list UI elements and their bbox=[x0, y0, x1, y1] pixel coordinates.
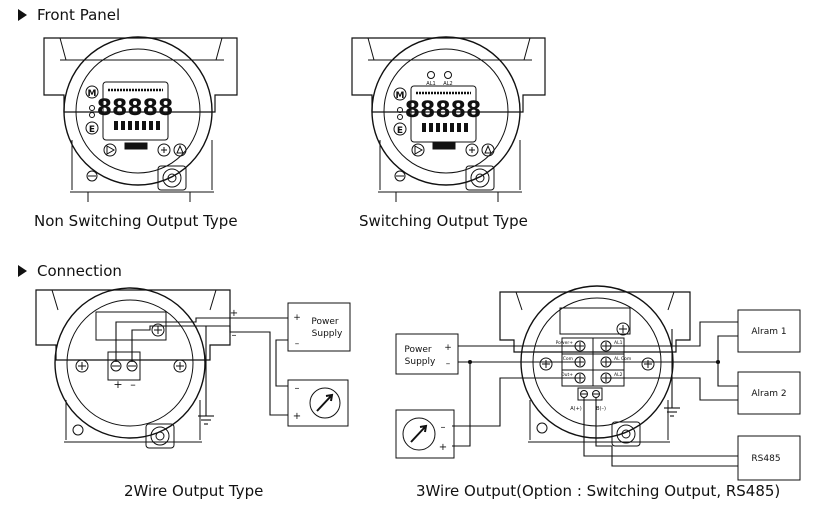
alarm-2-box bbox=[737, 371, 801, 415]
ground-screw-icon bbox=[394, 170, 406, 182]
term-power-label: Power+ bbox=[556, 340, 574, 346]
mounting-screw-icon bbox=[173, 359, 187, 373]
power-supply-label-2: Supply bbox=[312, 329, 343, 339]
section-connection: Connection bbox=[18, 262, 122, 280]
cable-gland-icon bbox=[611, 421, 641, 447]
alarm-2-label: Alram 2 bbox=[751, 389, 786, 399]
meter-dial-icon bbox=[309, 387, 341, 419]
power-minus-label: – bbox=[446, 359, 451, 369]
mode-key-label: M bbox=[88, 89, 97, 99]
term-alcom-label: AL Com bbox=[614, 356, 631, 362]
term-al1-label: AL1 bbox=[614, 340, 623, 346]
al2-label: AL2 bbox=[443, 81, 452, 87]
section-title: Front Panel bbox=[37, 6, 121, 24]
down-key-icon bbox=[103, 143, 117, 157]
display-digits: 88888 bbox=[97, 96, 174, 121]
cable-gland-icon bbox=[145, 423, 175, 449]
triangle-bullet-icon bbox=[18, 265, 27, 277]
cable-gland-icon bbox=[157, 165, 187, 191]
two-wire-meter bbox=[287, 379, 349, 427]
wire-minus-label: – bbox=[232, 330, 237, 341]
two-wire-housing bbox=[35, 287, 231, 449]
term-a-label: A(+) bbox=[570, 406, 582, 412]
terminal-plus-label: + bbox=[113, 378, 122, 391]
rs485-box bbox=[737, 435, 801, 481]
mounting-screw-icon bbox=[641, 357, 655, 371]
term-out-label: Out+ bbox=[561, 372, 573, 378]
section-title: Connection bbox=[37, 262, 122, 280]
power-supply-label-2: Supply bbox=[405, 357, 436, 367]
mode-key-icon bbox=[85, 85, 99, 99]
caption-three-wire: 3Wire Output(Option : Switching Output, … bbox=[416, 482, 781, 500]
mode-key-label: M bbox=[396, 91, 405, 101]
shift-key-icon bbox=[157, 143, 171, 157]
shift-key-icon bbox=[465, 143, 479, 157]
ground-screw-icon bbox=[536, 422, 548, 434]
wire-plus-label: + bbox=[230, 308, 238, 319]
rs485-label: RS485 bbox=[751, 454, 780, 464]
mounting-screw-icon bbox=[75, 359, 89, 373]
meter-plus-label: + bbox=[439, 442, 447, 453]
display-window bbox=[410, 85, 477, 143]
three-wire-wiring bbox=[452, 321, 738, 467]
terminal-minus-label: – bbox=[130, 378, 136, 391]
term-b-label: B(–) bbox=[596, 406, 606, 412]
triangle-bullet-icon bbox=[18, 9, 27, 21]
power-supply-label-1: Power bbox=[311, 317, 339, 327]
two-wire-wiring bbox=[115, 317, 288, 425]
terminal-block bbox=[107, 351, 141, 381]
two-wire-power-supply bbox=[287, 302, 351, 352]
display-window bbox=[102, 81, 169, 141]
meter-dial-icon bbox=[402, 417, 436, 451]
enter-key-label: E bbox=[89, 125, 95, 135]
term-com-label: Com bbox=[563, 356, 573, 362]
mode-key-icon bbox=[393, 87, 407, 101]
enter-key-icon bbox=[393, 122, 407, 136]
al1-lamp-icon bbox=[427, 71, 435, 79]
caption-two-wire: 2Wire Output Type bbox=[124, 482, 264, 500]
enter-key-label: E bbox=[397, 126, 403, 136]
three-wire-meter bbox=[395, 409, 455, 459]
ground-screw-icon bbox=[151, 323, 165, 337]
front-panel-switching bbox=[351, 36, 546, 202]
ground-screw-icon bbox=[86, 170, 98, 182]
front-panel-non-switching bbox=[43, 36, 238, 202]
alarm-1-box bbox=[737, 309, 801, 353]
ground-screw-icon bbox=[616, 322, 630, 336]
section-front-panel: Front Panel bbox=[18, 6, 120, 24]
mounting-screw-icon bbox=[539, 357, 553, 371]
power-plus-label: + bbox=[444, 343, 452, 353]
term-al2-label: AL2 bbox=[614, 372, 623, 378]
caption-non-switching: Non Switching Output Type bbox=[34, 212, 238, 230]
al2-lamp-icon bbox=[444, 71, 452, 79]
power-plus-label: + bbox=[293, 313, 301, 323]
al1-label: AL1 bbox=[426, 81, 435, 87]
sub-display bbox=[422, 123, 468, 132]
meter-plus-label: + bbox=[293, 411, 301, 422]
power-minus-label: – bbox=[295, 339, 300, 349]
up-key-icon bbox=[481, 143, 495, 157]
sub-display bbox=[114, 121, 160, 130]
three-wire-power-supply bbox=[395, 333, 459, 375]
ground-screw-icon bbox=[72, 424, 84, 436]
alarm-1-label: Alram 1 bbox=[751, 327, 786, 337]
enter-key-icon bbox=[85, 121, 99, 135]
meter-minus-label: – bbox=[441, 422, 446, 433]
down-key-icon bbox=[411, 143, 425, 157]
cable-gland-icon bbox=[465, 165, 495, 191]
three-wire-housing bbox=[499, 285, 691, 447]
power-supply-label-1: Power bbox=[404, 345, 432, 355]
caption-switching: Switching Output Type bbox=[359, 212, 528, 230]
display-digits: 88888 bbox=[405, 98, 482, 123]
meter-minus-label: – bbox=[295, 383, 300, 394]
up-key-icon bbox=[173, 143, 187, 157]
